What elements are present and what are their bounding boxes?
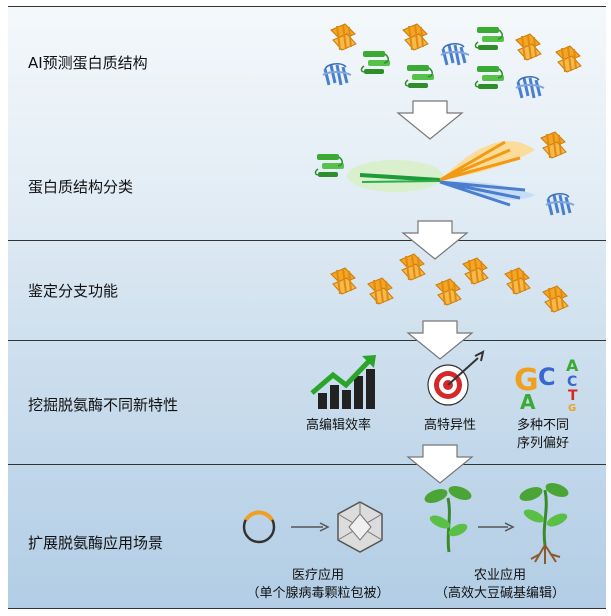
stage-label-classify: 蛋白质结构分类	[28, 178, 134, 196]
orange-protein-icon	[399, 253, 426, 281]
caption-specificity: 高特异性	[424, 418, 477, 433]
green-protein-icon	[404, 64, 435, 89]
stage-band-2	[8, 120, 606, 241]
stage-label-identify: 鉴定分支功能	[28, 282, 119, 300]
virus-capsid-icon	[337, 501, 383, 553]
down-arrow-icon	[407, 444, 473, 484]
growth-chart-icon	[310, 355, 376, 409]
down-arrow-icon	[407, 320, 473, 360]
stage-band-4	[8, 341, 606, 465]
logo-letter: G	[568, 403, 576, 414]
logo-letter: C	[567, 374, 577, 390]
orange-protein-icon	[555, 45, 582, 73]
classification-tree	[314, 131, 576, 217]
caption-agri-line1: 农业应用	[473, 568, 526, 583]
green-protein-icon	[360, 50, 391, 75]
caption-medical-line1: 医疗应用	[291, 568, 344, 583]
seedling-icon	[424, 486, 472, 553]
logo-letter: A	[566, 356, 579, 375]
seedling-to-soybean-arrow	[478, 522, 515, 532]
logo-letter: T	[568, 388, 578, 404]
orange-protein-icon	[330, 267, 357, 295]
plasmid-icon	[242, 510, 276, 544]
plasmid-to-capsid-arrow	[291, 522, 330, 532]
caption-agriculture: 农业应用 （高效大豆碱基编辑）	[415, 567, 585, 603]
caption-medical: 医疗应用 （单个腺病毒颗粒包被）	[228, 567, 408, 603]
blue-protein-icon	[439, 42, 471, 67]
predicted-structures-cluster	[321, 23, 582, 100]
logo-letter: A	[520, 390, 536, 414]
orange-protein-icon	[462, 257, 489, 285]
stage-band-5	[8, 465, 606, 609]
orange-protein-icon	[367, 277, 394, 305]
target-icon	[427, 350, 485, 406]
orange-protein-icon	[435, 278, 462, 306]
orange-protein-icon	[515, 33, 542, 61]
blue-protein-icon	[321, 62, 353, 87]
blue-protein-icon	[544, 192, 576, 217]
caption-efficiency: 高编辑效率	[306, 418, 372, 433]
stage-label-predict: AI预测蛋白质结构	[28, 54, 148, 72]
caption-sequence-line2: 序列偏好	[517, 436, 570, 451]
down-arrow-icon	[397, 100, 463, 140]
logo-letter: C	[538, 363, 556, 391]
orange-protein-icon	[504, 267, 531, 295]
sequence-logo-icon: G C A A C T G	[514, 356, 579, 414]
caption-medical-line2: （单个腺病毒颗粒包被）	[246, 586, 390, 601]
green-protein-icon	[474, 65, 505, 90]
caption-sequence-preference: 多种不同 序列偏好	[517, 417, 569, 453]
orange-protein-icon	[402, 23, 429, 51]
branch-function-proteins	[330, 253, 569, 313]
caption-agri-line2: （高效大豆碱基编辑）	[434, 586, 565, 601]
orange-protein-icon	[540, 131, 567, 159]
orange-protein-icon	[542, 285, 569, 313]
soybean-plant-icon	[519, 483, 569, 564]
logo-letter: G	[514, 363, 539, 398]
stage-band-1	[8, 6, 606, 121]
caption-sequence-line1: 多种不同	[517, 418, 570, 433]
green-protein-icon	[314, 153, 345, 178]
stage-label-mine: 挖掘脱氨酶不同新特性	[28, 396, 179, 414]
orange-protein-icon	[330, 23, 357, 51]
down-arrow-icon	[402, 220, 468, 260]
stage-label-expand: 扩展脱氨酶应用场景	[28, 534, 164, 552]
stage-band-3	[8, 241, 606, 341]
green-protein-icon	[474, 26, 505, 51]
blue-protein-icon	[514, 75, 546, 100]
